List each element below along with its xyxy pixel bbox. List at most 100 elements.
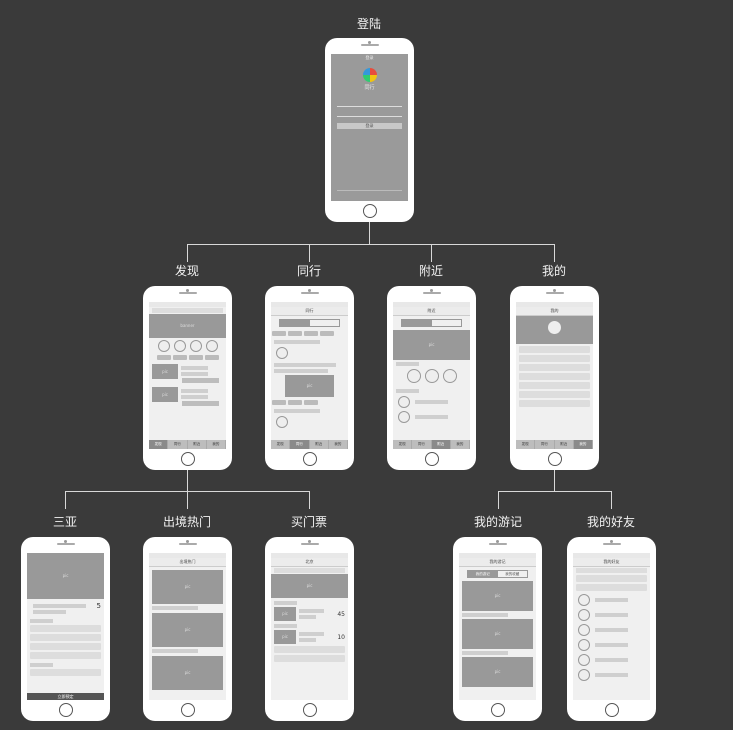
camera-icon: [185, 289, 189, 292]
section-title: [274, 601, 298, 605]
menu-item[interactable]: [519, 373, 590, 380]
seg-favorites[interactable]: 我的收藏: [505, 572, 520, 576]
friend-item[interactable]: [576, 653, 647, 667]
destination-caption: [152, 606, 199, 610]
speaker-icon: [178, 292, 197, 294]
menu-item[interactable]: [519, 346, 590, 353]
home-button[interactable]: [547, 452, 562, 466]
status-bar: [271, 302, 348, 307]
tab-mine[interactable]: 我的: [207, 440, 226, 449]
tab-nearby[interactable]: 附近: [188, 440, 207, 449]
connector-level1: [187, 244, 554, 245]
tab-mine[interactable]: 我的: [451, 440, 470, 449]
segment-control[interactable]: [401, 319, 462, 327]
tab-mine[interactable]: 我的: [573, 440, 593, 449]
mytravel-screen: 我的游记 我的游记 我的收藏 pic pic pic: [459, 553, 536, 700]
login-button[interactable]: 登录: [337, 123, 402, 129]
feed-item[interactable]: pic: [152, 364, 223, 385]
tab-nearby[interactable]: 附近: [310, 440, 329, 449]
home-button[interactable]: [490, 703, 505, 717]
home-button[interactable]: [180, 452, 195, 466]
list-item[interactable]: [396, 410, 467, 424]
phone-mytravel: 我的游记 我的游记 我的收藏 pic pic pic: [453, 537, 542, 721]
ticket-price: 10: [337, 633, 345, 641]
map-image[interactable]: pic: [393, 330, 470, 360]
menu-item[interactable]: [519, 400, 590, 407]
destination-card[interactable]: pic: [152, 613, 223, 647]
menu-item[interactable]: [576, 584, 647, 591]
travel-card[interactable]: pic: [462, 657, 533, 687]
menu-item[interactable]: [519, 355, 590, 362]
menu-item[interactable]: [519, 364, 590, 371]
home-button[interactable]: [58, 703, 73, 717]
status-bar: [393, 302, 470, 307]
friend-item[interactable]: [576, 668, 647, 682]
menu-item[interactable]: [576, 575, 647, 582]
status-bar: [573, 553, 650, 558]
tab-together[interactable]: 同行: [290, 440, 310, 449]
price: 5: [96, 602, 101, 610]
list-item[interactable]: [396, 395, 467, 409]
search-bar[interactable]: [152, 308, 223, 313]
password-input[interactable]: [337, 111, 402, 117]
tab-mine[interactable]: 我的: [329, 440, 348, 449]
phone-sanya: pic 5 立即预定: [21, 537, 110, 721]
banner[interactable]: banner: [149, 314, 226, 338]
tab-discover[interactable]: 发现: [149, 440, 169, 449]
phone-discover: banner pic pic 发现 同行 附近 我的: [143, 286, 232, 470]
home-button[interactable]: [302, 703, 317, 717]
search-bar[interactable]: [274, 568, 345, 573]
home-button[interactable]: [180, 703, 195, 717]
tab-together[interactable]: 同行: [168, 440, 188, 449]
search-bar[interactable]: [576, 568, 647, 573]
tab-discover[interactable]: 发现: [516, 440, 536, 449]
tab-discover[interactable]: 发现: [271, 440, 291, 449]
friend-item[interactable]: [576, 638, 647, 652]
home-button[interactable]: [302, 452, 317, 466]
post-image[interactable]: pic: [285, 375, 334, 397]
destination-card[interactable]: pic: [152, 570, 223, 604]
destination-card[interactable]: pic: [152, 656, 223, 690]
discover-screen: banner pic pic 发现 同行 附近 我的: [149, 302, 226, 449]
phone-outbound: 出境热门 pic pic pic: [143, 537, 232, 721]
post-text: [274, 363, 336, 367]
travel-card[interactable]: pic: [462, 619, 533, 649]
home-button[interactable]: [362, 204, 377, 218]
tab-nearby[interactable]: 附近: [431, 440, 451, 449]
tab-together[interactable]: 同行: [535, 440, 555, 449]
segment-control[interactable]: [279, 319, 340, 327]
tab-discover[interactable]: 发现: [393, 440, 413, 449]
tickets-nav-title[interactable]: 北京: [271, 558, 348, 567]
banner[interactable]: pic: [271, 574, 348, 598]
app-logo: [362, 68, 377, 82]
menu-item[interactable]: [519, 382, 590, 389]
friend-item[interactable]: [576, 623, 647, 637]
segment-control[interactable]: 我的游记 我的收藏: [467, 570, 528, 578]
speaker-icon: [178, 543, 197, 545]
camera-icon: [185, 540, 189, 543]
feed-item[interactable]: pic: [152, 387, 223, 408]
camera-icon: [307, 540, 311, 543]
home-button[interactable]: [424, 452, 439, 466]
home-button[interactable]: [604, 703, 619, 717]
travel-card[interactable]: pic: [462, 581, 533, 611]
detail-row: [30, 634, 101, 641]
friend-item[interactable]: [576, 608, 647, 622]
speaker-icon: [488, 543, 507, 545]
section-title: [274, 624, 298, 628]
menu-item[interactable]: [519, 391, 590, 398]
tab-together[interactable]: 同行: [412, 440, 432, 449]
book-button[interactable]: 立即预定: [27, 693, 104, 700]
phone-input[interactable]: [337, 101, 402, 107]
friend-item[interactable]: [576, 593, 647, 607]
seg-my-travel[interactable]: 我的游记: [468, 571, 498, 577]
node-label-youji: 我的游记: [473, 515, 523, 529]
node-label-sanya: 三亚: [52, 515, 78, 529]
tab-nearby[interactable]: 附近: [555, 440, 574, 449]
phone-nearby: 附近 pic 发现 同行 附近 我的: [387, 286, 476, 470]
connector-faxian: [187, 244, 188, 262]
